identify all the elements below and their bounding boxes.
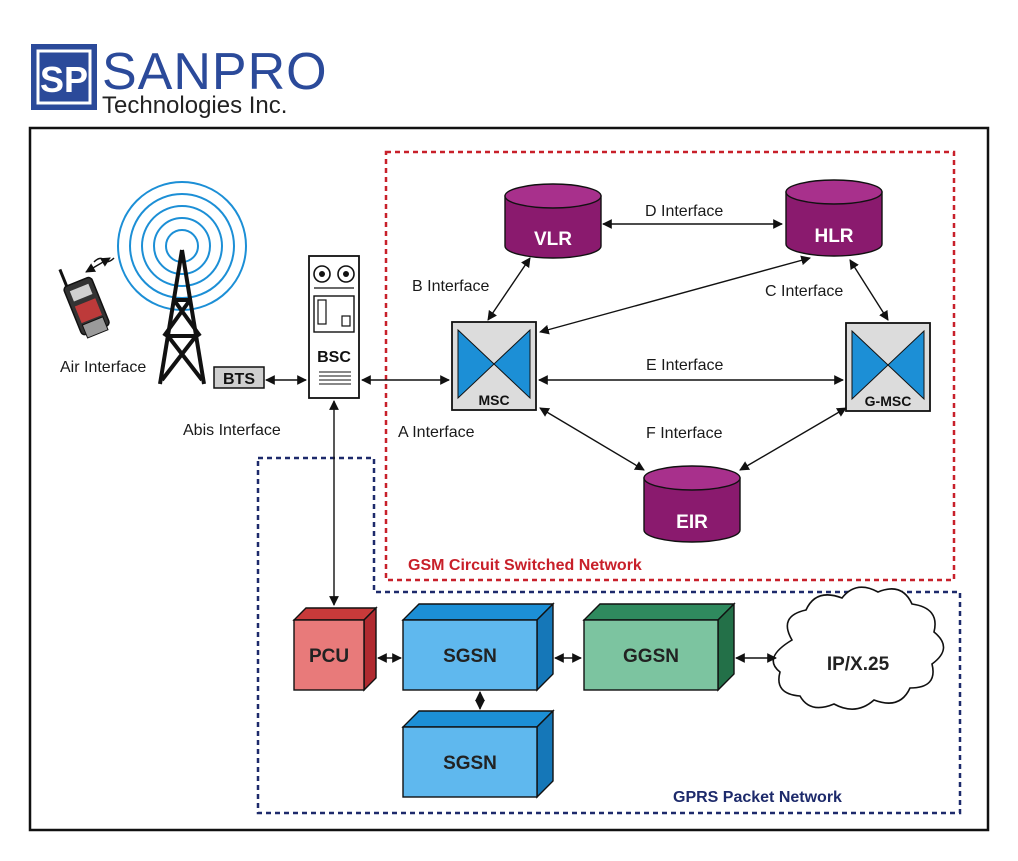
cloud-label: IP/X.25 [827, 654, 890, 675]
mobile-phone-icon [58, 268, 110, 339]
ggsn-label: GGSN [623, 646, 679, 667]
pcu-label: PCU [309, 646, 349, 667]
radio-wave-icon [117, 181, 247, 311]
bsc-label: BSC [317, 349, 351, 366]
abis-interface-label: Abis Interface [183, 422, 281, 439]
d-interface-label: D Interface [645, 203, 723, 220]
c-interface-link [849, 259, 889, 321]
logo-monogram: SP [40, 59, 88, 100]
air-interface-label: Air Interface [60, 359, 146, 376]
gmsc-eir-link [739, 407, 847, 471]
a-interface-label: A Interface [398, 424, 475, 441]
logo-emblem-frame [36, 49, 92, 105]
gmsc-label: G-MSC [865, 393, 912, 409]
gsm-network-title: GSM Circuit Switched Network [408, 557, 642, 574]
bts-box [213, 366, 265, 389]
b-interface-link [487, 257, 531, 321]
gprs-network-title: GPRS Packet Network [673, 789, 842, 806]
company-logo: SP SANPRO Technologies Inc. [31, 43, 328, 119]
msc-label: MSC [478, 392, 509, 408]
bsc-unit [308, 255, 360, 399]
hlr-database [785, 179, 883, 257]
gprs-network-boundary [256, 456, 962, 815]
sgsn-primary-label: SGSN [443, 646, 497, 667]
c-interface-label: C Interface [765, 283, 843, 300]
ggsn-box [582, 602, 736, 692]
bts-label: BTS [223, 371, 255, 388]
logo-subtitle: Technologies Inc. [102, 92, 287, 119]
hlr-label: HLR [814, 226, 853, 247]
vlr-label: VLR [534, 229, 572, 250]
e-interface-label: E Interface [646, 357, 723, 374]
ip-network-cloud [772, 586, 945, 710]
air-link-wave [93, 257, 115, 263]
f-interface-label: F Interface [646, 425, 723, 442]
air-link-arrow [85, 257, 111, 273]
pcu-box [292, 606, 378, 692]
eir-label: EIR [676, 512, 708, 533]
logo-name: SANPRO [102, 43, 328, 101]
msc-hlr-link [539, 255, 811, 335]
vlr-database [504, 183, 602, 259]
gsm-network-boundary [384, 150, 956, 582]
f-interface-link [539, 407, 645, 471]
diagram-frame [28, 126, 990, 832]
sgsn-box-primary [401, 602, 555, 692]
logo-emblem [31, 44, 97, 110]
eir-database [643, 465, 741, 543]
b-interface-label: B Interface [412, 278, 489, 295]
gmsc-switch [845, 322, 931, 412]
antenna-tower-icon [158, 249, 206, 385]
msc-switch [451, 321, 537, 411]
sgsn-secondary-label: SGSN [443, 753, 497, 774]
sgsn-box-secondary [401, 709, 555, 799]
